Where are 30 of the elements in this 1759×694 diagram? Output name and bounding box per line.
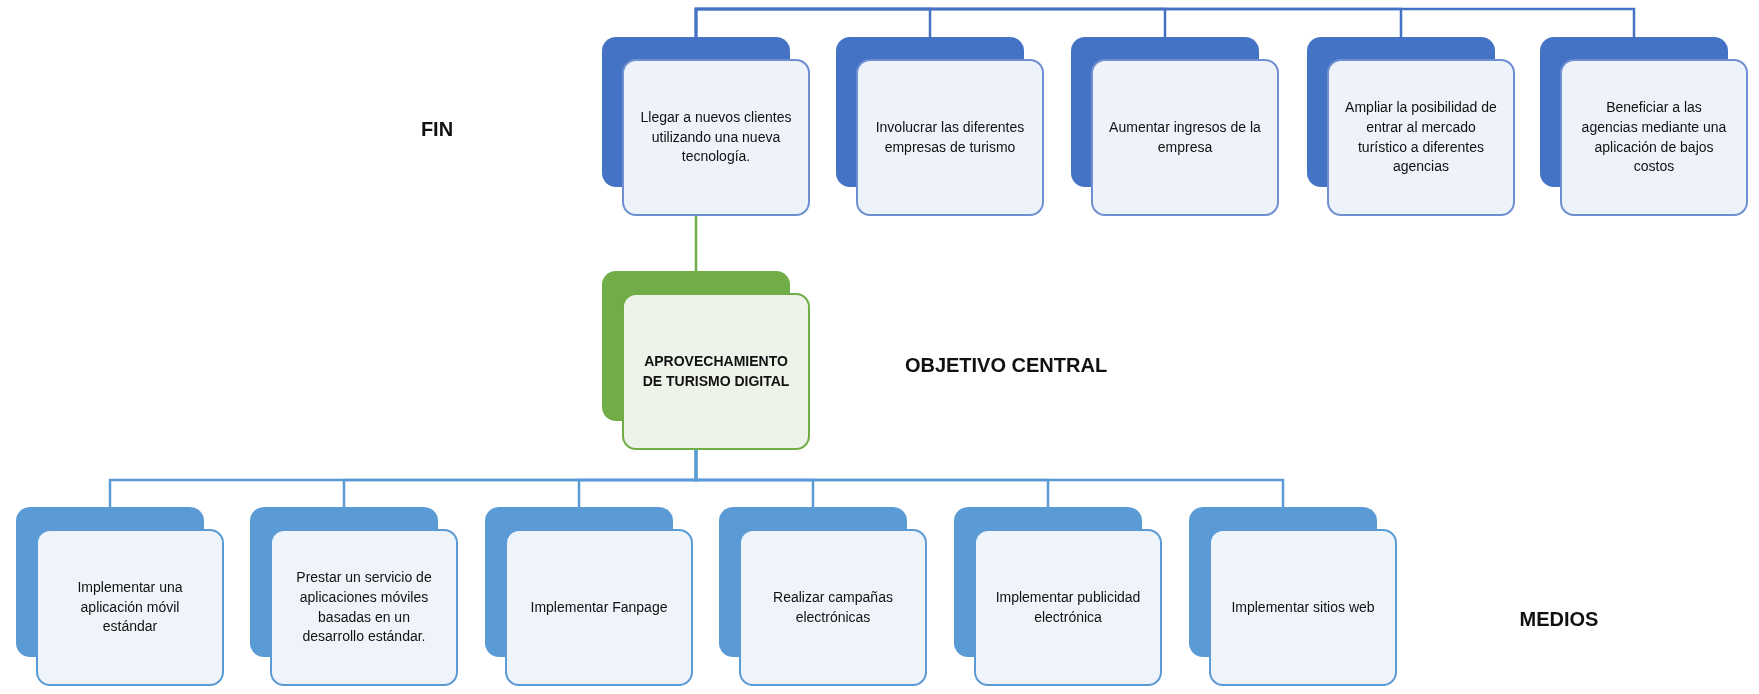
goal-card: Ampliar la posibilidad de entrar al mercado turístico a diferentes agencias: [1327, 59, 1515, 216]
goal-card: Implementar Fanpage: [505, 529, 693, 686]
card-stack: [602, 271, 810, 450]
card-stack: [250, 507, 458, 686]
goal-card: Implementar sitios web: [1209, 529, 1397, 686]
card-stack: [485, 507, 693, 686]
goal-card: Prestar un servicio de aplicaciones móviles basadas en un desarrollo estándar.: [270, 529, 458, 686]
section-label: OBJETIVO CENTRAL: [904, 353, 1108, 377]
goal-card: APROVECHAMIENTO DE TURISMO DIGITAL: [622, 293, 810, 450]
goal-card: Realizar campañas electrónicas: [739, 529, 927, 686]
section-label: MEDIOS: [1519, 607, 1599, 631]
goal-card: Involucrar las diferentes empresas de turismo: [856, 59, 1044, 216]
connector-line: [694, 450, 1285, 507]
card-stack: [954, 507, 1162, 686]
card-stack: [1540, 37, 1748, 216]
goal-card: Llegar a nuevos clientes utilizando una nueva tecnología.: [622, 59, 810, 216]
card-stack: [16, 507, 224, 686]
goal-card: Beneficiar a las agencias mediante una aplicación de bajos costos: [1560, 59, 1748, 216]
card-stack: [836, 37, 1044, 216]
section-label: FIN: [420, 117, 454, 141]
card-stack: [1189, 507, 1397, 686]
goal-card: Aumentar ingresos de la empresa: [1091, 59, 1279, 216]
goal-card: Implementar publicidad electrónica: [974, 529, 1162, 686]
connector-line: [694, 7, 1636, 37]
card-stack: [1307, 37, 1515, 216]
goal-card: Implementar una aplicación móvil estándar: [36, 529, 224, 686]
connector-line: [694, 216, 698, 271]
card-stack: [1071, 37, 1279, 216]
card-stack: [719, 507, 927, 686]
card-stack: [602, 37, 810, 216]
